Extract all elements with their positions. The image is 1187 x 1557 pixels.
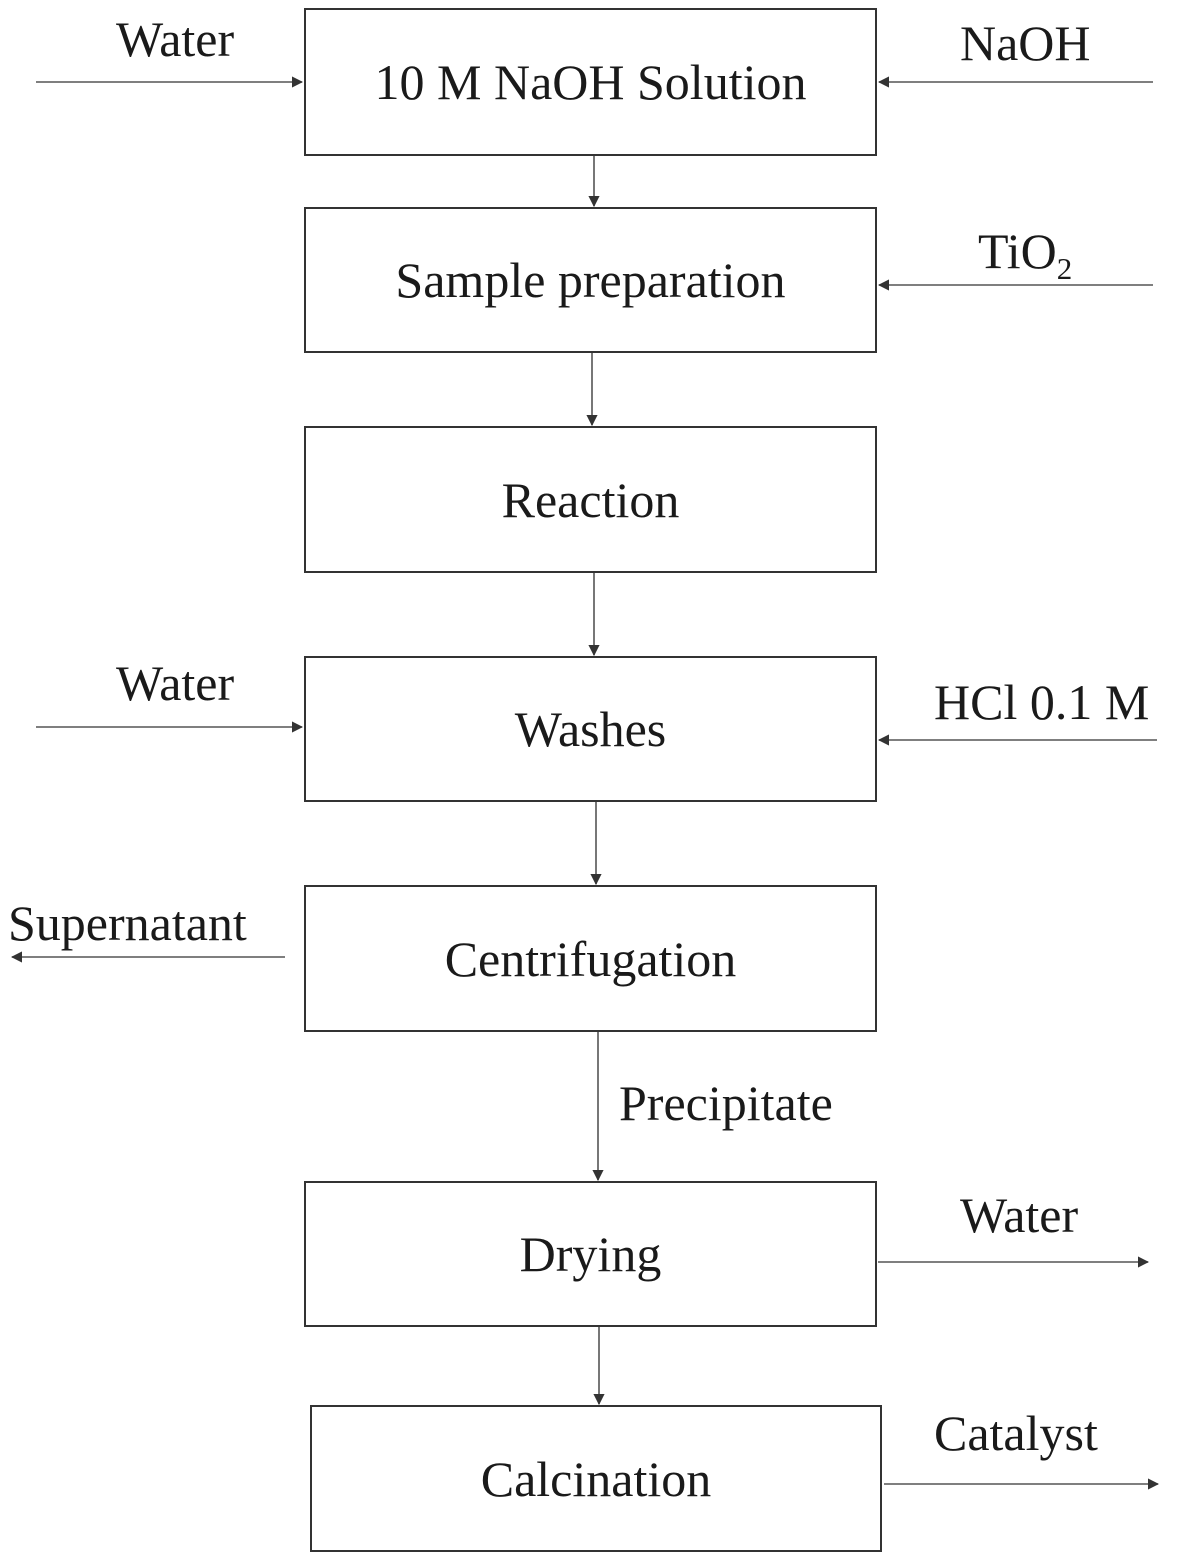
naoh-solution-box: 10 M NaOH Solution [304,8,877,156]
tio2-base: TiO [978,223,1057,279]
tio2-in-label: TiO2 [978,223,1072,284]
water-in-label-1: Water [116,11,235,67]
supernatant-out-label: Supernatant [8,895,247,951]
sample-preparation-box: Sample preparation [304,207,877,353]
reaction-box: Reaction [304,426,877,573]
tio2-subscript: 2 [1056,250,1073,286]
naoh-solution-label: 10 M NaOH Solution [374,54,807,110]
washes-box: Washes [304,656,877,802]
sample-preparation-label: Sample preparation [395,252,786,308]
centrifugation-label: Centrifugation [444,930,737,987]
drying-label: Drying [519,1226,662,1282]
water-out-label: Water [960,1187,1079,1243]
drying-box: Drying [304,1181,877,1327]
calcination-label: Calcination [480,1450,712,1507]
centrifugation-box: Centrifugation [304,885,877,1032]
washes-label: Washes [514,701,667,757]
calcination-box: Calcination [310,1405,882,1552]
precipitate-label: Precipitate [619,1075,833,1131]
reaction-label: Reaction [501,471,680,528]
hcl-in-label: HCl 0.1 M [934,674,1150,730]
catalyst-out-label: Catalyst [934,1405,1098,1461]
water-in-label-2: Water [116,655,235,711]
naoh-in-label: NaOH [960,15,1091,71]
